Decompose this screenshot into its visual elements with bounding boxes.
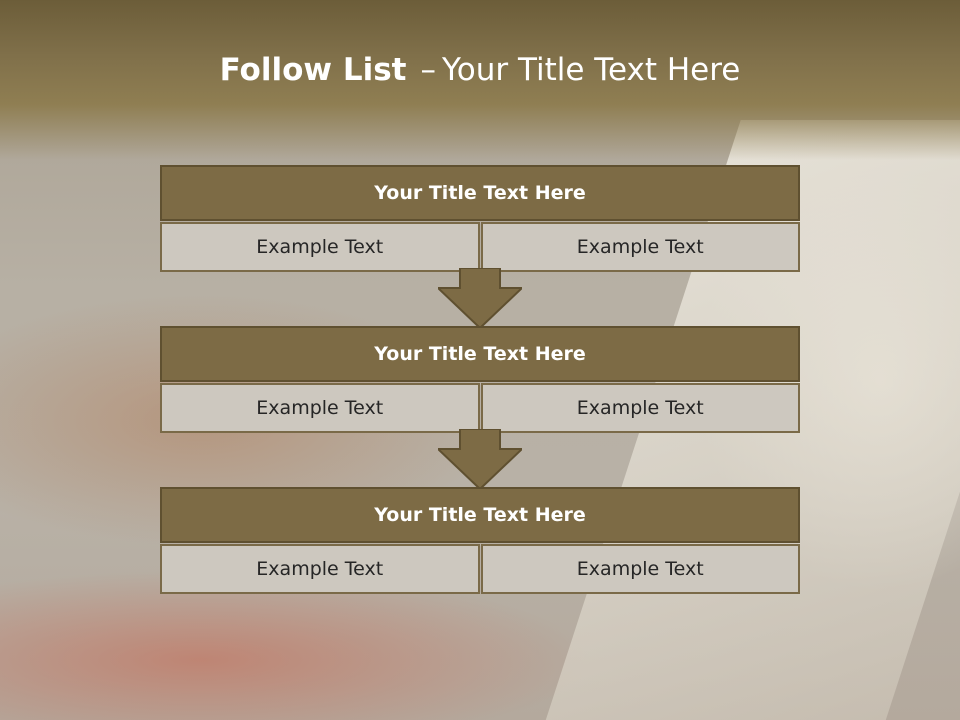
step-title-3: Your Title Text Here — [160, 487, 800, 543]
step-cell-left-3: Example Text — [160, 544, 480, 594]
title-dash: – — [420, 52, 436, 88]
slide-title: Follow List–Your Title Text Here — [0, 52, 960, 88]
step-title-1: Your Title Text Here — [160, 165, 800, 221]
down-arrow-icon — [438, 268, 522, 328]
step-row-2: Example Text Example Text — [160, 383, 800, 433]
title-band — [0, 0, 960, 160]
title-bold: Follow List — [219, 52, 407, 88]
step-box-2: Your Title Text Here Example Text Exampl… — [160, 326, 800, 433]
step-title-2: Your Title Text Here — [160, 326, 800, 382]
step-cell-right-1: Example Text — [480, 222, 800, 272]
down-arrow-icon — [438, 429, 522, 489]
step-box-1: Your Title Text Here Example Text Exampl… — [160, 165, 800, 272]
step-row-1: Example Text Example Text — [160, 222, 800, 272]
step-box-3: Your Title Text Here Example Text Exampl… — [160, 487, 800, 594]
step-cell-right-3: Example Text — [480, 544, 800, 594]
step-cell-left-2: Example Text — [160, 383, 480, 433]
step-cell-left-1: Example Text — [160, 222, 480, 272]
step-cell-right-2: Example Text — [480, 383, 800, 433]
step-row-3: Example Text Example Text — [160, 544, 800, 594]
title-rest: Your Title Text Here — [441, 52, 741, 88]
